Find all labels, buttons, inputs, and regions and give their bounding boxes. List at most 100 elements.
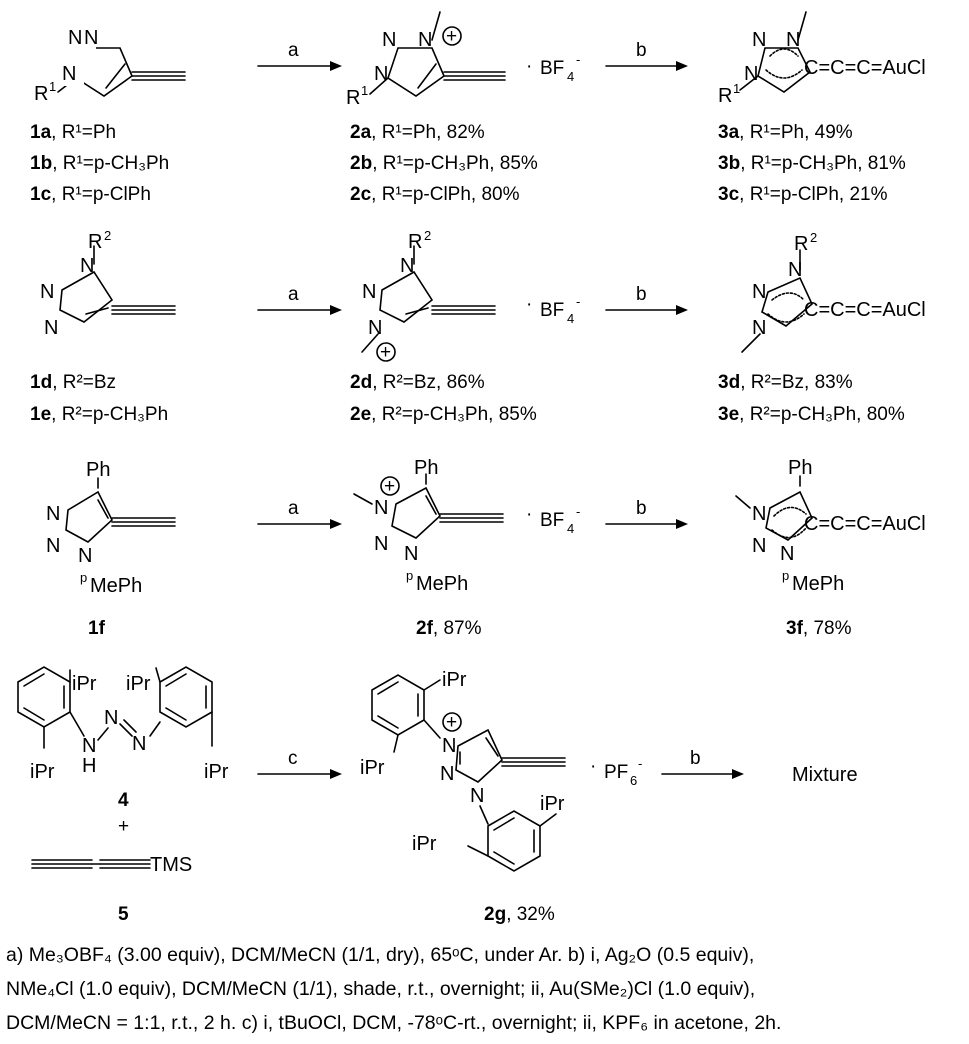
compound-1-structure: N N N R 1 bbox=[34, 27, 186, 105]
svg-text:C=C=C=AuCl: C=C=C=AuCl bbox=[804, 513, 926, 535]
svg-text:p: p bbox=[782, 568, 789, 583]
svg-text:4: 4 bbox=[567, 311, 574, 326]
compound-1f-label: 1f bbox=[88, 618, 106, 639]
svg-text:iPr: iPr bbox=[360, 757, 385, 779]
svg-text:iPr: iPr bbox=[72, 673, 97, 695]
svg-text:+: + bbox=[446, 712, 457, 733]
svg-text:4: 4 bbox=[567, 69, 574, 84]
reaction-arrow-a: a bbox=[257, 40, 342, 71]
svg-text:b: b bbox=[636, 284, 647, 305]
svg-text:a: a bbox=[288, 284, 299, 305]
compound-2g-label: 2g, 32% bbox=[484, 904, 555, 925]
svg-text:N: N bbox=[752, 281, 766, 303]
reaction-arrow-a: a bbox=[257, 284, 342, 315]
svg-text:3e, R²=p-CH₃Ph, 80%: 3e, R²=p-CH₃Ph, 80% bbox=[718, 404, 905, 425]
svg-text:+: + bbox=[446, 26, 457, 47]
compound-4-label: 4 bbox=[118, 790, 129, 811]
compound-5-label: 5 bbox=[118, 904, 129, 925]
svg-text:6: 6 bbox=[630, 773, 637, 788]
svg-text:1: 1 bbox=[733, 81, 740, 96]
svg-text:·: · bbox=[526, 504, 532, 525]
svg-text:1: 1 bbox=[361, 83, 368, 98]
svg-text:1d, R²=Bz: 1d, R²=Bz bbox=[30, 372, 116, 393]
svg-text:·: · bbox=[590, 756, 596, 777]
svg-text:iPr: iPr bbox=[540, 793, 565, 815]
reaction-arrow-b: b bbox=[605, 498, 688, 529]
svg-text:2e, R²=p-CH₃Ph, 85%: 2e, R²=p-CH₃Ph, 85% bbox=[350, 404, 537, 425]
svg-text:a: a bbox=[288, 40, 299, 61]
svg-text:iPr: iPr bbox=[442, 669, 467, 691]
svg-text:R: R bbox=[408, 231, 422, 253]
footnote-line: a) Me₃OBF₄ (3.00 equiv), DCM/MeCN (1/1, … bbox=[6, 944, 755, 966]
svg-text:1e, R²=p-CH₃Ph: 1e, R²=p-CH₃Ph bbox=[30, 404, 168, 425]
svg-text:·: · bbox=[526, 294, 532, 315]
atom-R1: R bbox=[34, 83, 48, 105]
svg-text:2: 2 bbox=[424, 228, 431, 243]
footnote-line: NMe₄Cl (1.0 equiv), DCM/MeCN (1/1), shad… bbox=[6, 978, 756, 1000]
svg-text:N: N bbox=[752, 503, 766, 525]
svg-text:b: b bbox=[690, 748, 701, 769]
compound-3de-labels: 3d, R²=Bz, 83% 3e, R²=p-CH₃Ph, 80% bbox=[718, 372, 905, 425]
svg-text:BF: BF bbox=[540, 510, 564, 531]
svg-text:2b, R¹=p-CH₃Ph, 85%: 2b, R¹=p-CH₃Ph, 85% bbox=[350, 153, 538, 174]
svg-text:-: - bbox=[576, 52, 580, 67]
svg-text:N: N bbox=[104, 707, 118, 729]
compound-3-structure: N N N C=C=C=AuCl R 1 bbox=[718, 11, 926, 107]
svg-text:N: N bbox=[44, 317, 58, 339]
svg-text:BF: BF bbox=[540, 58, 564, 79]
atom-N: N bbox=[84, 27, 98, 49]
compound-2de-labels: 2d, R²=Bz, 86% 2e, R²=p-CH₃Ph, 85% bbox=[350, 372, 537, 425]
svg-text:N: N bbox=[382, 29, 396, 51]
svg-text:3b, R¹=p-CH₃Ph, 81%: 3b, R¹=p-CH₃Ph, 81% bbox=[718, 153, 906, 174]
svg-text:N: N bbox=[80, 255, 94, 277]
compound-4-structure: iPr iPr N H N N iPr iPr bbox=[17, 666, 229, 783]
svg-text:R: R bbox=[794, 233, 808, 255]
svg-text:N: N bbox=[440, 763, 454, 785]
plus-sign: + bbox=[118, 816, 129, 837]
svg-text:Ph: Ph bbox=[788, 457, 812, 479]
svg-text:N: N bbox=[40, 281, 54, 303]
product-mixture: Mixture bbox=[792, 764, 858, 786]
svg-text:N: N bbox=[46, 535, 60, 557]
svg-text:N: N bbox=[374, 63, 388, 85]
svg-text:R: R bbox=[718, 85, 732, 107]
svg-text:N: N bbox=[78, 545, 92, 567]
svg-text:N: N bbox=[404, 543, 418, 565]
svg-text:H: H bbox=[82, 755, 96, 777]
svg-text:iPr: iPr bbox=[412, 833, 437, 855]
svg-text:+: + bbox=[384, 476, 395, 497]
svg-text:N: N bbox=[752, 535, 766, 557]
svg-text:a: a bbox=[288, 498, 299, 519]
compound-3f-label: 3f, 78% bbox=[786, 618, 852, 639]
svg-text:2c, R¹=p-ClPh, 80%: 2c, R¹=p-ClPh, 80% bbox=[350, 184, 520, 205]
atom-N: N bbox=[68, 27, 82, 49]
svg-text:3c, R¹=p-ClPh, 21%: 3c, R¹=p-ClPh, 21% bbox=[718, 184, 888, 205]
conditions-footnote: a) Me₃OBF₄ (3.00 equiv), DCM/MeCN (1/1, … bbox=[6, 938, 966, 1040]
svg-text:R: R bbox=[346, 87, 360, 109]
svg-text:N: N bbox=[374, 497, 388, 519]
svg-text:MePh: MePh bbox=[792, 573, 844, 595]
compound-3-labels: 3a, R¹=Ph, 49% 3b, R¹=p-CH₃Ph, 81% 3c, R… bbox=[718, 122, 906, 205]
svg-text:2: 2 bbox=[104, 228, 111, 243]
compound-1de-labels: 1d, R²=Bz 1e, R²=p-CH₃Ph bbox=[30, 372, 168, 425]
svg-text:N: N bbox=[788, 259, 802, 281]
compound-2f-label: 2f, 87% bbox=[416, 618, 482, 639]
svg-text:p: p bbox=[406, 568, 413, 583]
svg-text:b: b bbox=[636, 40, 647, 61]
svg-text:PF: PF bbox=[604, 762, 628, 783]
svg-text:N: N bbox=[374, 533, 388, 555]
compound-1-labels: 1a, R¹=Ph 1b, R¹=p-CH₃Ph 1c, R¹=p-ClPh bbox=[30, 122, 169, 205]
svg-text:2: 2 bbox=[810, 230, 817, 245]
reaction-arrow-b: b bbox=[605, 40, 688, 71]
svg-text:1b, R¹=p-CH₃Ph: 1b, R¹=p-CH₃Ph bbox=[30, 153, 169, 174]
svg-text:N: N bbox=[752, 317, 766, 339]
svg-text:MePh: MePh bbox=[416, 573, 468, 595]
reaction-arrow-c: c bbox=[257, 748, 342, 779]
footnote-line: DCM/MeCN = 1:1, r.t., 2 h. c) i, tBuOCl,… bbox=[6, 1012, 782, 1034]
svg-text:1a, R¹=Ph: 1a, R¹=Ph bbox=[30, 122, 116, 143]
svg-text:·: · bbox=[526, 56, 532, 77]
svg-text:3d, R²=Bz, 83%: 3d, R²=Bz, 83% bbox=[718, 372, 853, 393]
svg-text:N: N bbox=[786, 29, 800, 51]
